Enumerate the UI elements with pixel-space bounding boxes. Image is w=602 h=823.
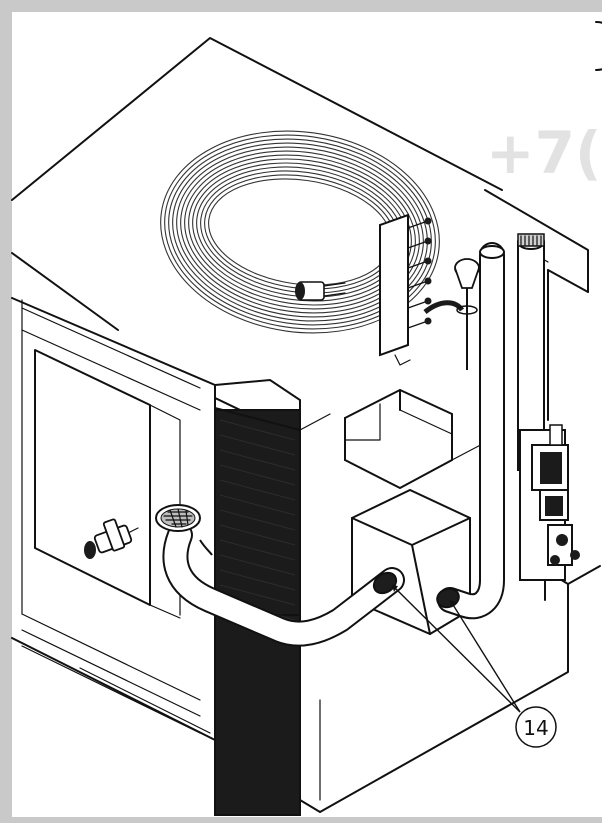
hose-fitting (295, 281, 346, 301)
callout-leaders (391, 584, 521, 713)
drain-pipe-right (436, 242, 505, 620)
callout-label: 14 (523, 716, 548, 740)
heading-text: +7(8 (486, 119, 602, 187)
callout-14: 14 (515, 706, 557, 748)
manifold-bracket (379, 213, 465, 366)
solenoid-valve (519, 424, 580, 581)
drain-pipe-left (162, 522, 405, 647)
tee-fitting (84, 518, 139, 559)
sieve-drain (155, 504, 213, 556)
rear-housing (344, 388, 491, 490)
filter-panel (214, 378, 301, 816)
level-probe (454, 258, 480, 370)
